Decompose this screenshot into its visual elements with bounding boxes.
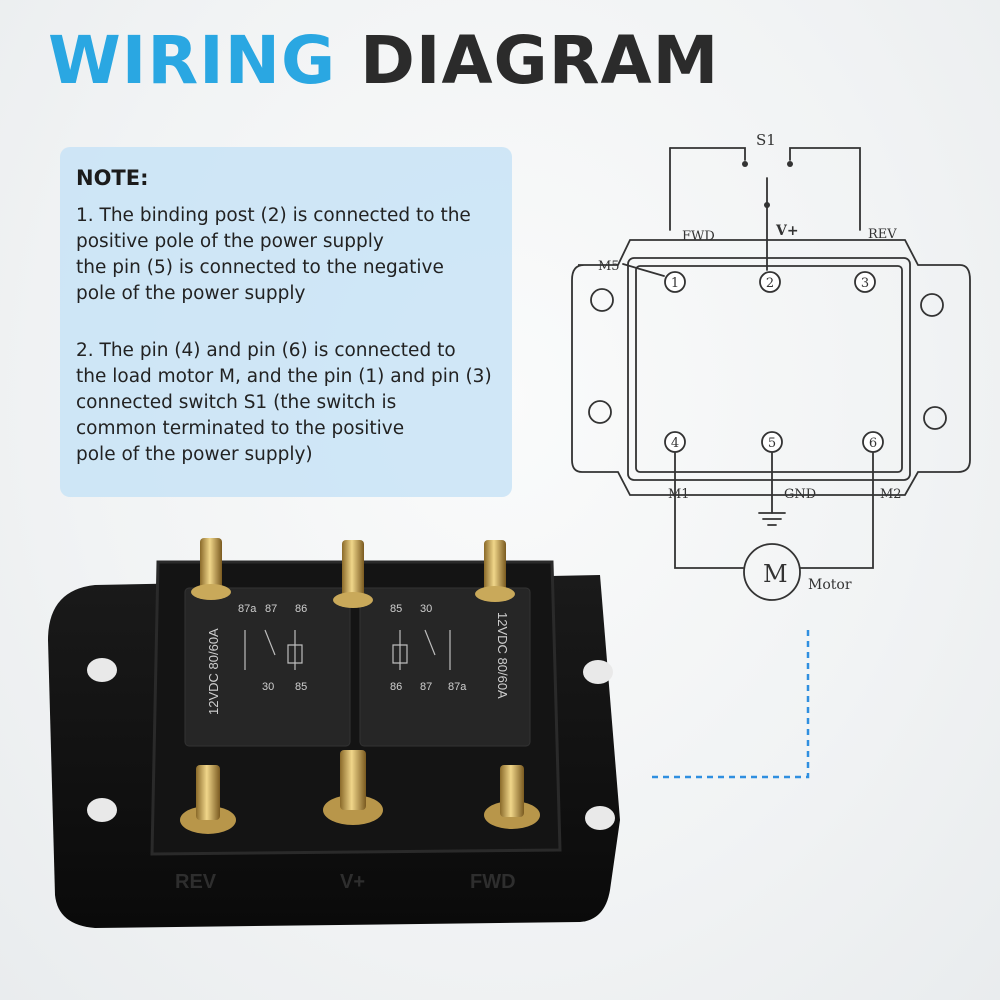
note-line: 1. The binding post (2) is connected to … — [76, 205, 471, 226]
mount-hole — [87, 798, 117, 822]
bottom-studs — [180, 750, 540, 834]
switch-pivot — [764, 202, 770, 208]
stud — [340, 750, 366, 810]
m2-wire — [799, 452, 874, 569]
pin-3-terminal — [854, 271, 876, 293]
mount-hole — [923, 406, 947, 430]
m1-wire — [674, 452, 744, 569]
mount-hole — [588, 400, 612, 424]
relay-left-pin: 86 — [295, 603, 307, 615]
ground-symbol — [758, 512, 786, 526]
note-paragraph-2: 2. The pin (4) and pin (6) is connected … — [76, 338, 506, 468]
note-line: 2. The pin (4) and pin (6) is connected … — [76, 340, 456, 361]
mount-hole — [585, 806, 615, 830]
note-heading: NOTE: — [76, 166, 149, 190]
pin-5-terminal — [761, 431, 783, 453]
switch-contact — [742, 161, 748, 167]
note-line: connected switch S1 (the switch is — [76, 392, 397, 413]
switch-label: S1 — [756, 131, 776, 149]
pin-2-label: 2 — [766, 276, 774, 291]
housing-label-fwd: FWD — [470, 871, 516, 893]
relay-left-pin: 85 — [295, 681, 307, 693]
relay-left-pin: 87a — [238, 603, 257, 615]
stud-nut — [191, 584, 231, 600]
relay-right-rating: 12VDC 80/60A — [495, 612, 510, 699]
relay-left-pin: 87 — [265, 603, 277, 615]
mount-hole — [590, 288, 614, 312]
housing-outline — [571, 239, 971, 496]
mount-hole — [87, 658, 117, 682]
relay-right-schematic — [392, 629, 451, 670]
pin-6-label: 6 — [869, 436, 877, 451]
relay-left-pin: 30 — [262, 681, 274, 693]
inner-outline — [627, 257, 911, 481]
housing-label-vplus: V+ — [340, 871, 365, 893]
note-line: the load motor M, and the pin (1) and pi… — [76, 366, 492, 387]
pin-5-label: 5 — [768, 436, 776, 451]
switch-wire-left — [669, 147, 746, 161]
pin-terminals: 1 2 3 4 5 6 — [664, 271, 884, 453]
relay-right — [359, 587, 531, 747]
note-line: the pin (5) is connected to the negative — [76, 257, 444, 278]
fwd-label: FWD — [682, 229, 715, 244]
mount-hole — [920, 293, 944, 317]
stud — [342, 540, 364, 600]
stud — [484, 540, 506, 595]
relay-right-pin: 85 — [390, 603, 402, 615]
motor-label: Motor — [808, 577, 852, 593]
stud — [200, 538, 222, 593]
relay-left-rating: 12VDC 80/60A — [206, 628, 221, 715]
relay-right-pin: 87 — [420, 681, 432, 693]
note-line: common terminated to the positive — [76, 418, 405, 439]
connector-line — [650, 630, 810, 779]
housing-label-rev: REV — [175, 871, 217, 893]
motor-symbol — [743, 543, 801, 601]
stud — [196, 765, 220, 820]
relay-right-pin: 86 — [390, 681, 402, 693]
inner-outline-2 — [635, 265, 903, 473]
wiring-schematic: S1 FWD V+ REV M5 M1 GND M2 M Motor 1 2 3 4 5… — [571, 131, 971, 601]
switch-contact — [787, 161, 793, 167]
note-box — [60, 147, 512, 497]
motor-symbol-label: M — [763, 560, 788, 588]
stud-nut — [475, 586, 515, 602]
m1-label: M1 — [668, 487, 690, 502]
note-line: positive pole of the power supply — [76, 231, 384, 252]
stud — [500, 765, 524, 817]
dotted-connector — [650, 630, 810, 779]
title-word-wiring: WIRING — [48, 22, 337, 99]
stud-nut — [333, 592, 373, 608]
note-line: pole of the power supply — [76, 283, 306, 304]
note-paragraph-1: 1. The binding post (2) is connected to … — [76, 203, 506, 307]
pin-3-label: 3 — [861, 276, 869, 291]
pin-4-terminal — [664, 431, 686, 453]
mount-hole — [583, 660, 613, 684]
relay-left — [184, 587, 351, 747]
pin-1-label: 1 — [671, 276, 679, 291]
m5-label: M5 — [598, 259, 620, 274]
pin-2-terminal — [759, 271, 781, 293]
switch-wire-right — [789, 147, 861, 231]
relay-left-schematic — [244, 629, 303, 670]
rev-label: REV — [868, 227, 897, 242]
relay-right-pin: 87a — [448, 681, 467, 693]
pin-1-terminal — [664, 271, 686, 293]
m2-label: M2 — [880, 487, 902, 502]
product-photo: 12VDC 80/60A 87a 87 86 30 85 12VDC 80/60… — [48, 538, 620, 928]
title-word-diagram: DIAGRAM — [360, 22, 720, 99]
pin-4-label: 4 — [671, 436, 679, 451]
relay-right-pin: 30 — [420, 603, 432, 615]
m5-leader — [622, 263, 665, 277]
gnd-label: GND — [784, 487, 816, 502]
page-title: WIRING DIAGRAM — [48, 28, 719, 94]
top-studs — [191, 538, 515, 608]
pin-6-terminal — [862, 431, 884, 453]
vplus-label: V+ — [775, 223, 799, 239]
note-line: pole of the power supply) — [76, 444, 313, 465]
